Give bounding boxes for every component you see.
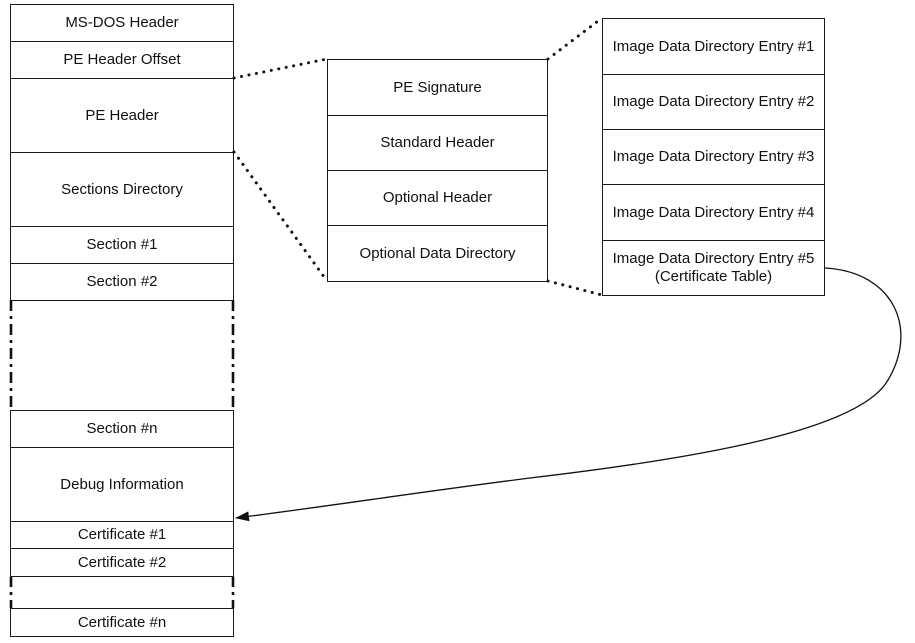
- optional-data-directory-to-entry-5-dotted-line: [546, 279, 604, 297]
- pe-header-to-optional-data-directory-dotted-line: [232, 150, 329, 283]
- data-directory-entry-3-label: Image Data Directory Entry #3: [612, 148, 815, 165]
- certificate-n-label: Certificate #n: [77, 613, 167, 631]
- certificate-2-label: Certificate #2: [77, 553, 167, 571]
- sections-gap-marker: [9, 300, 235, 410]
- data-directory-expansion-lines: [546, 16, 604, 297]
- data-directory-entry-4-label: Image Data Directory Entry #4: [612, 203, 815, 221]
- data-directory-entry-1: Image Data Directory Entry #1: [602, 18, 825, 75]
- section-1-label: Section #1: [86, 236, 158, 253]
- pe-signature-label: PE Signature: [393, 78, 482, 96]
- pe-header-expansion-lines: [232, 57, 329, 283]
- pe-signature-box: PE Signature: [327, 59, 548, 116]
- data-directory-entry-3: Image Data Directory Entry #3: [602, 129, 825, 185]
- data-directory-entry-1-label: Image Data Directory Entry #1: [612, 37, 815, 55]
- standard-header-label: Standard Header: [380, 134, 495, 151]
- data-directory-entry-2: Image Data Directory Entry #2: [602, 74, 825, 130]
- optional-data-directory-label: Optional Data Directory: [359, 244, 516, 262]
- data-directory-entry-2-label: Image Data Directory Entry #2: [612, 93, 815, 110]
- section-2-label: Section #2: [86, 273, 158, 290]
- certificate-2-box: Certificate #2: [10, 548, 234, 577]
- standard-header-box: Standard Header: [327, 115, 548, 171]
- certificate-1-label: Certificate #1: [77, 526, 167, 543]
- section-n-label: Section #n: [86, 420, 158, 437]
- optional-header-box: Optional Header: [327, 170, 548, 226]
- optional-data-directory-to-entry-1-dotted-line: [546, 16, 604, 61]
- data-directory-entry-5-label: Image Data Directory Entry #5 (Certifica…: [612, 250, 815, 285]
- pe-header-offset-label: PE Header Offset: [63, 51, 181, 68]
- certificate-1-box: Certificate #1: [10, 521, 234, 549]
- debug-information-box: Debug Information: [10, 447, 234, 522]
- debug-information-label: Debug Information: [60, 475, 184, 493]
- ms-dos-header-box: MS-DOS Header: [10, 4, 234, 42]
- section-1-box: Section #1: [10, 226, 234, 264]
- section-2-box: Section #2: [10, 263, 234, 301]
- data-directory-entry-5: Image Data Directory Entry #5 (Certifica…: [602, 240, 825, 296]
- certificate-n-box: Certificate #n: [10, 608, 234, 637]
- pe-header-box: PE Header: [10, 78, 234, 153]
- pe-header-to-pe-signature-dotted-line: [232, 57, 329, 80]
- certificates-gap-marker: [9, 577, 235, 608]
- ms-dos-header-label: MS-DOS Header: [65, 14, 179, 31]
- certificate-table-pointer-arrow: [235, 267, 902, 522]
- optional-data-directory-box: Optional Data Directory: [327, 225, 548, 282]
- sections-directory-label: Sections Directory: [61, 180, 183, 198]
- pe-header-label: PE Header: [85, 106, 159, 124]
- section-n-box: Section #n: [10, 410, 234, 448]
- optional-header-label: Optional Header: [382, 189, 493, 206]
